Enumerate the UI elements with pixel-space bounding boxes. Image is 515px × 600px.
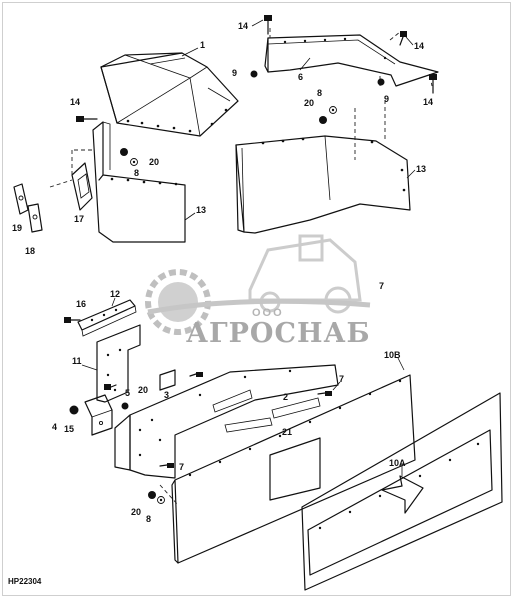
part-11-bracket	[81, 324, 141, 403]
label-8b: 8	[134, 168, 139, 178]
washer-8-bottom	[157, 496, 165, 504]
bolt-7-b	[317, 381, 341, 396]
bolt-14-d	[76, 116, 98, 122]
label-14b: 14	[414, 41, 424, 51]
bolt-7-a	[189, 372, 203, 377]
label-4: 4	[52, 422, 57, 432]
bolt-16	[64, 317, 81, 323]
part-10a-panel	[301, 392, 503, 591]
label-3: 3	[164, 390, 169, 400]
nut-4	[69, 405, 79, 415]
callout-labels: 1 2 3 4 5 6 7 7 7 8 8 8 9 9 10A 10B 11 1…	[12, 21, 433, 524]
watermark-brand-text: АГРОСНАБ	[186, 318, 371, 349]
bolt-14-b	[399, 31, 414, 46]
label-11: 11	[72, 356, 82, 366]
part-19-plate	[13, 183, 29, 215]
label-19: 19	[12, 223, 22, 233]
label-8c: 8	[146, 514, 151, 524]
label-21: 21	[282, 427, 292, 437]
label-20c: 20	[138, 385, 148, 395]
part-13-left-shield	[92, 121, 196, 243]
part-6-upper-bracket	[264, 28, 439, 87]
part-1-upper-cover	[100, 47, 239, 137]
label-14a: 14	[238, 21, 248, 31]
part-17-bracket	[49, 149, 93, 211]
washer-8-top	[329, 106, 337, 114]
label-5: 5	[125, 388, 130, 398]
label-2: 2	[283, 392, 288, 402]
label-7b: 7	[339, 374, 344, 384]
label-7c: 7	[179, 462, 184, 472]
part-12-angle-strip	[77, 297, 137, 337]
label-14d: 14	[70, 97, 80, 107]
label-18: 18	[25, 246, 35, 256]
nut-20-mid	[121, 402, 129, 410]
nut-20-left	[120, 148, 128, 156]
bolt-14-a	[251, 15, 272, 35]
watermark-logo: ООО АГРОСНАБ	[145, 234, 371, 349]
label-12: 12	[110, 289, 120, 299]
label-20b: 20	[149, 157, 159, 167]
part-3-bracket	[159, 369, 176, 391]
part-13-right-shield	[235, 100, 416, 234]
label-20d: 20	[131, 507, 141, 517]
label-14c: 14	[423, 97, 433, 107]
part-18-plate	[27, 203, 43, 233]
label-13b: 13	[416, 164, 426, 174]
label-1: 1	[200, 40, 205, 50]
label-6: 6	[298, 72, 303, 82]
label-10a: 10A	[389, 458, 406, 468]
main-side-panel	[114, 364, 339, 479]
diagram-frame	[2, 2, 511, 596]
bolt-14-c	[429, 74, 437, 94]
label-7a: 7	[379, 281, 384, 291]
nut-20-bottom	[148, 491, 156, 499]
part-10b-panel	[159, 357, 416, 564]
washer-8-left	[130, 158, 138, 166]
label-8a: 8	[317, 88, 322, 98]
label-15: 15	[64, 424, 74, 434]
nut-9-b	[377, 78, 385, 86]
label-9b: 9	[384, 94, 389, 104]
label-9a: 9	[232, 68, 237, 78]
figure-id: HP22304	[8, 577, 42, 586]
label-13a: 13	[196, 205, 206, 215]
label-16: 16	[76, 299, 86, 309]
part-15-bracket	[84, 394, 113, 436]
label-17: 17	[74, 214, 84, 224]
nut-9-a	[250, 70, 258, 78]
nut-20-top	[319, 116, 327, 124]
label-20a: 20	[304, 98, 314, 108]
watermark-small-text: ООО	[252, 307, 284, 319]
bolt-7-c	[159, 463, 174, 468]
bolt-5	[104, 384, 117, 390]
label-10b: 10B	[384, 350, 401, 360]
